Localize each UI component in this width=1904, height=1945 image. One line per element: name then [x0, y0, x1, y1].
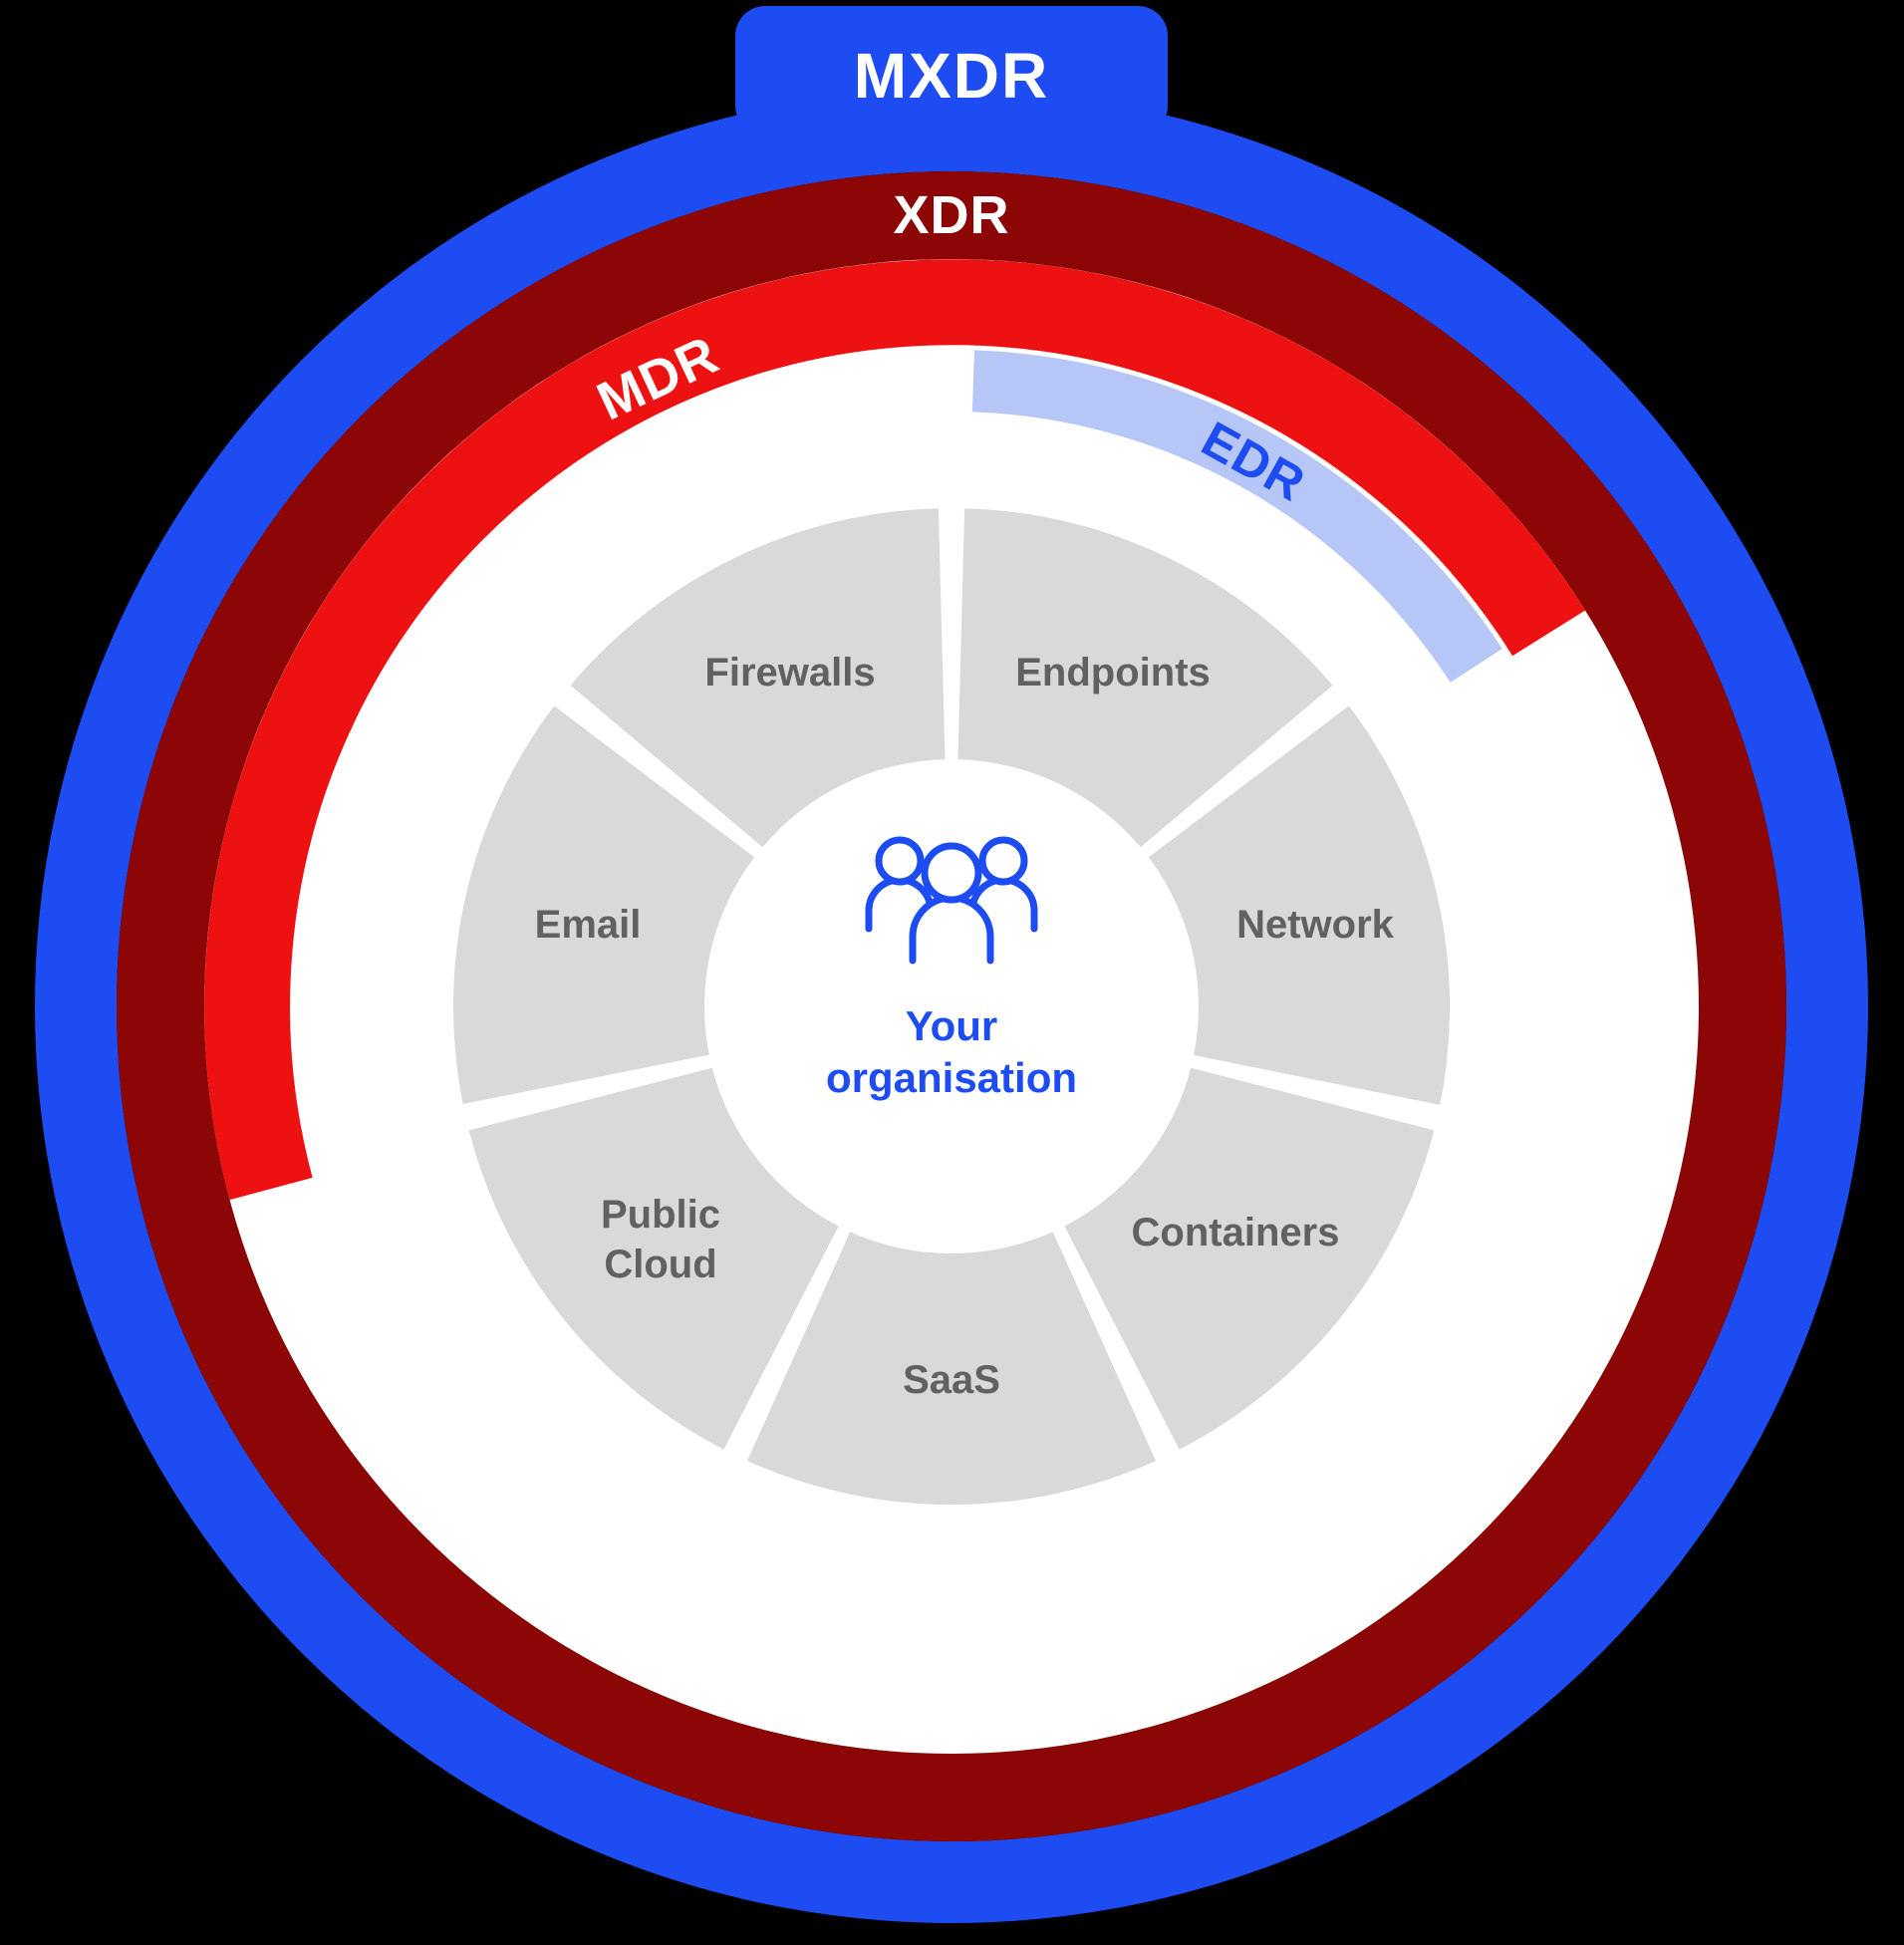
segment-label-public-cloud-line1: Public	[601, 1193, 720, 1237]
xdr-ring	[117, 171, 1786, 1841]
edr-arc	[971, 350, 1502, 683]
people-group-icon	[865, 836, 1038, 965]
mxdr-ring	[35, 90, 1868, 1923]
xdr-label: XDR	[893, 185, 1009, 245]
person-center-body	[909, 894, 994, 965]
segment-firewalls	[570, 508, 946, 848]
segment-labels: Firewalls Endpoints Network Containers S…	[535, 651, 1395, 1402]
person-right-head	[978, 836, 1028, 886]
mxdr-label: MXDR	[854, 40, 1049, 112]
center-label-line2: organisation	[826, 1054, 1077, 1101]
segment-saas	[747, 1232, 1156, 1506]
segment-label-containers: Containers	[1132, 1211, 1340, 1254]
segment-public-cloud	[468, 1067, 839, 1450]
segment-label-email: Email	[535, 903, 642, 947]
segment-network	[1148, 705, 1451, 1105]
inner-disc	[204, 259, 1699, 1754]
center-label-line1: Your	[906, 1002, 998, 1049]
mdr-arc	[204, 259, 1585, 1201]
segment-email	[453, 705, 755, 1104]
person-left-head	[875, 836, 925, 886]
segment-label-saas: SaaS	[903, 1358, 1000, 1402]
segment-label-firewalls: Firewalls	[704, 651, 875, 695]
segment-wheel	[453, 508, 1451, 1506]
segment-label-public-cloud-line2: Cloud	[604, 1243, 716, 1286]
segment-containers	[1064, 1067, 1435, 1450]
segment-label-network: Network	[1236, 903, 1395, 947]
segment-endpoints	[957, 508, 1333, 848]
person-center-head	[921, 842, 982, 904]
segment-label-endpoints: Endpoints	[1015, 651, 1211, 695]
